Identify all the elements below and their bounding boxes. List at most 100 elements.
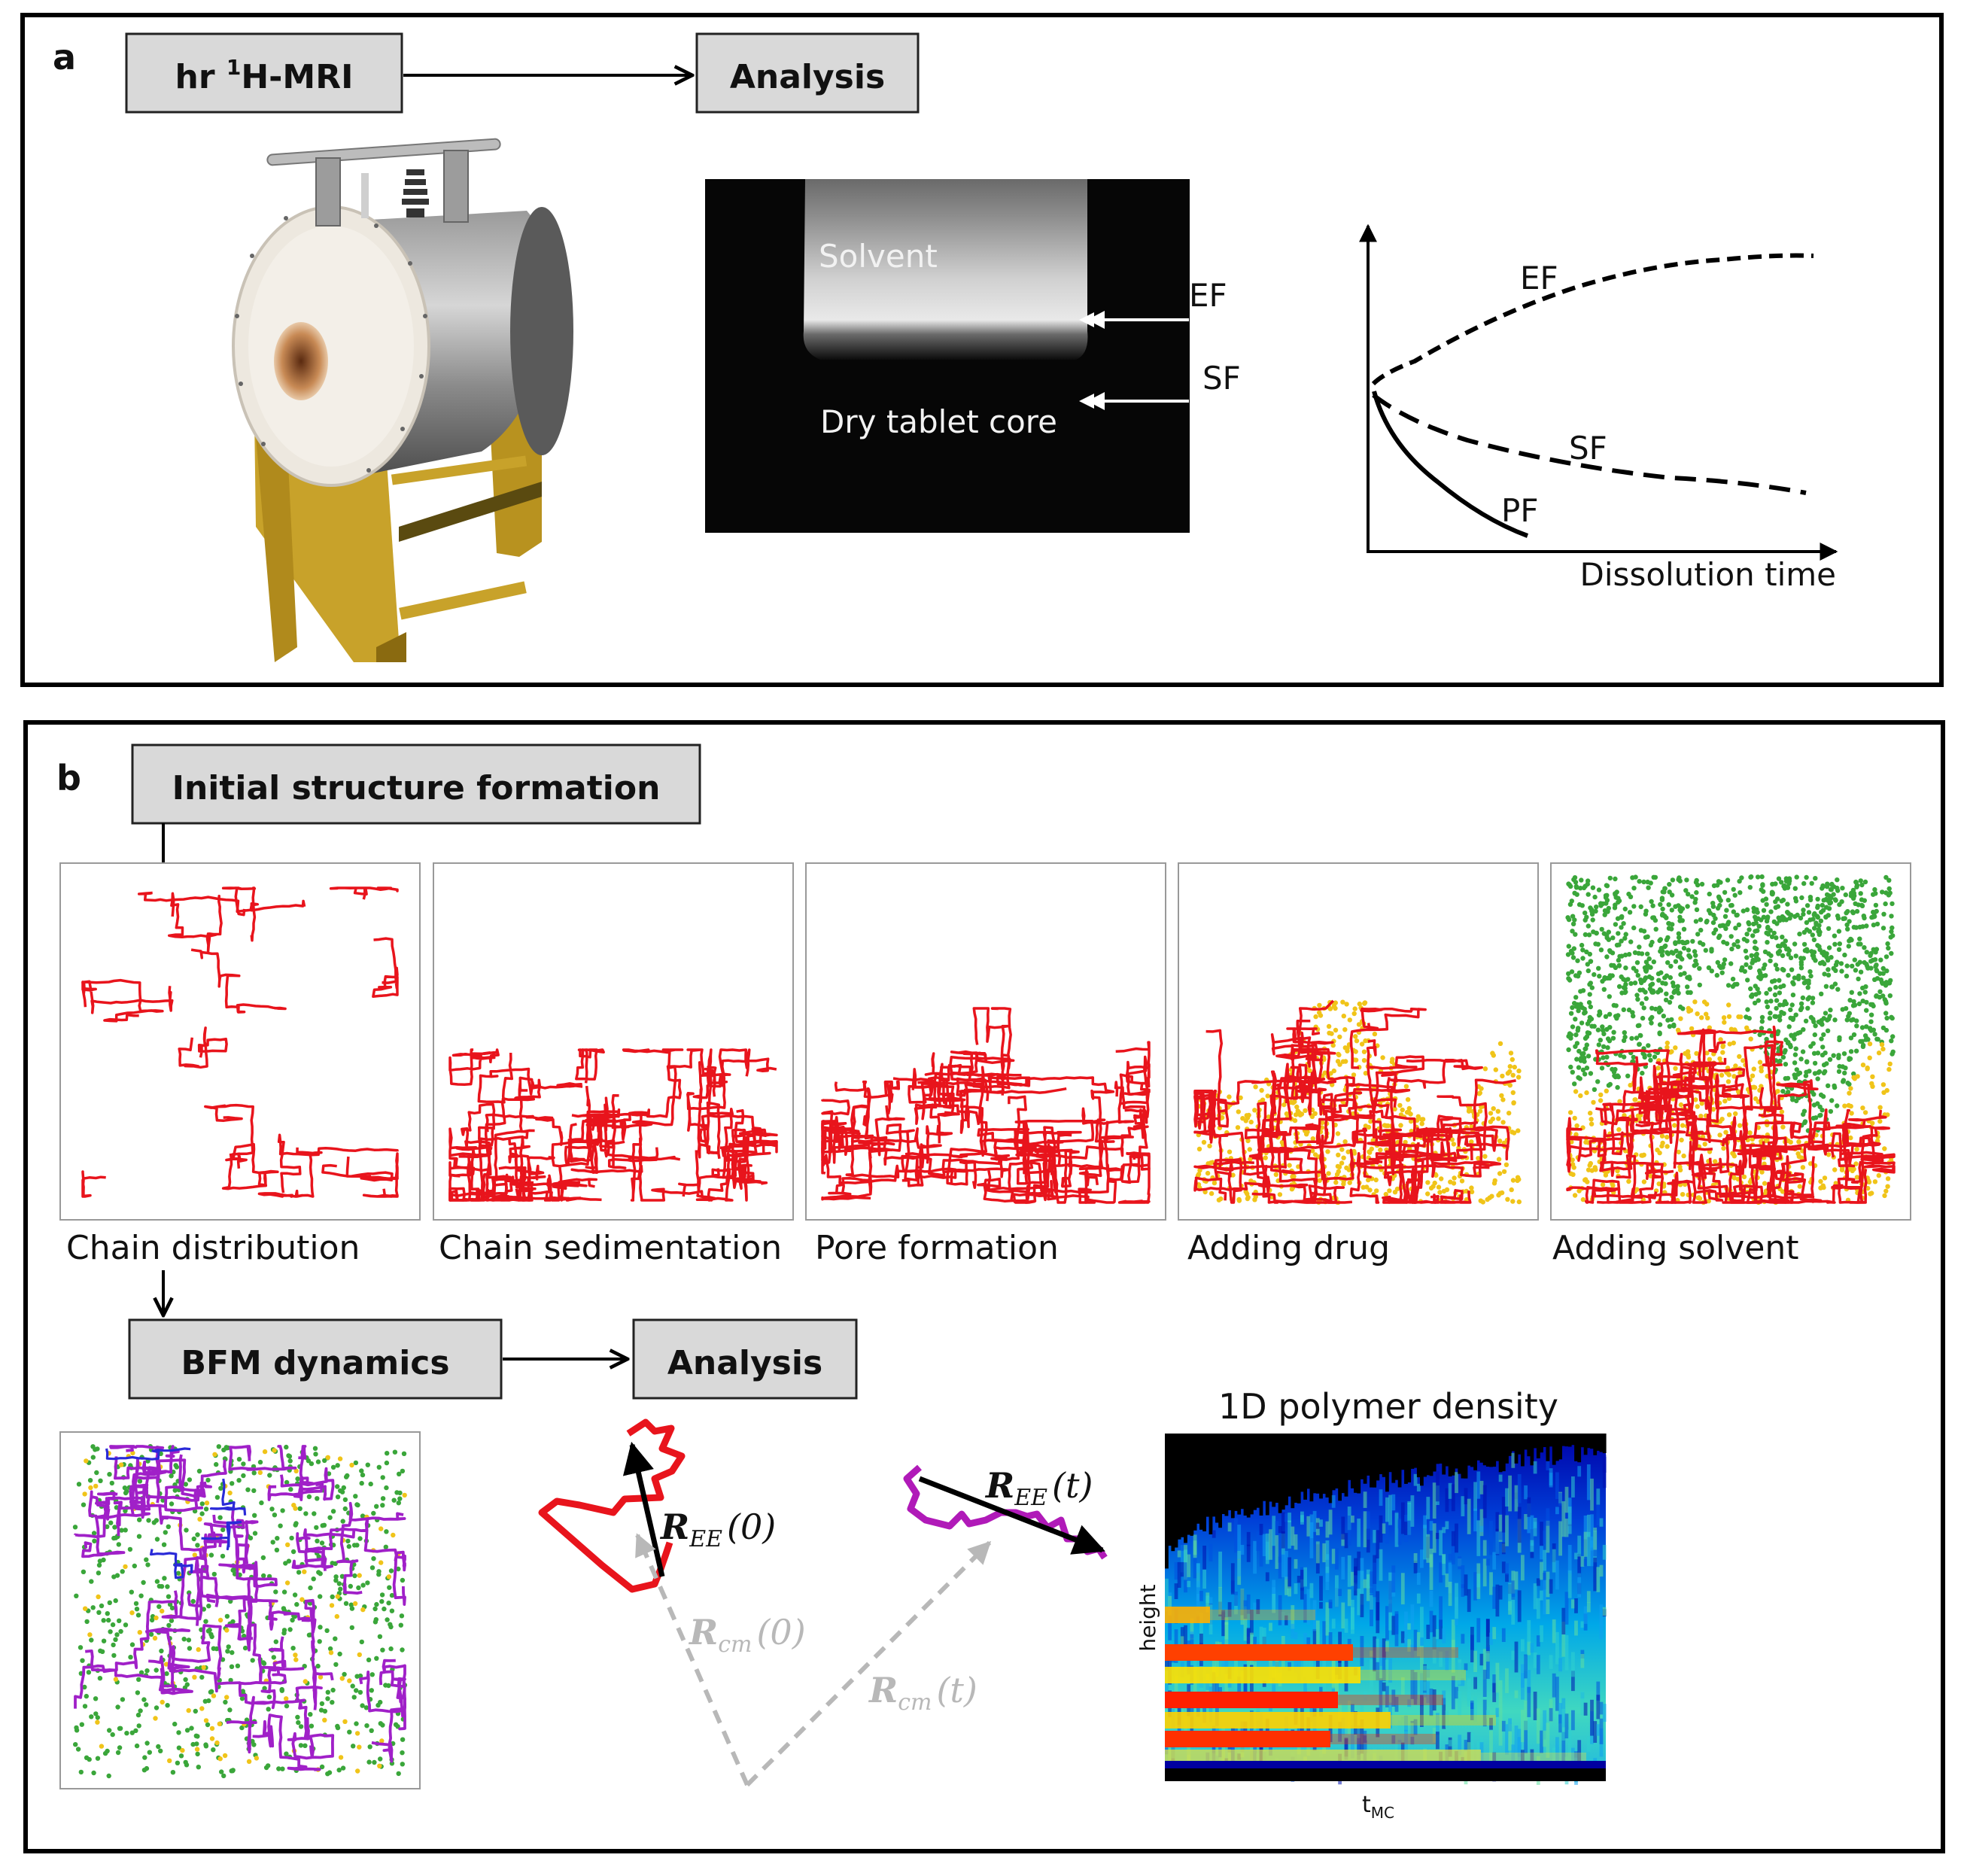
heatmap-empty-region <box>1397 1434 1402 1488</box>
particle <box>1760 882 1765 887</box>
polymer-chain <box>821 1125 942 1187</box>
particle <box>311 1577 316 1582</box>
polymer-chain <box>686 1057 777 1160</box>
heatmap-empty-region <box>1328 1434 1333 1504</box>
heatmap-cell <box>1193 1534 1197 1558</box>
heatmap-cell <box>1420 1607 1424 1638</box>
particle <box>1392 1190 1398 1195</box>
heatmap-cell <box>1482 1540 1487 1556</box>
particle <box>204 1500 210 1506</box>
particle <box>1848 1103 1853 1109</box>
heatmap-cell <box>1432 1482 1437 1519</box>
particle <box>1883 1188 1889 1194</box>
polymer-chain <box>904 1152 1011 1190</box>
particle <box>1287 1163 1292 1168</box>
particle <box>108 1520 114 1525</box>
plot-label-sf: SF <box>1569 430 1607 467</box>
particle <box>1857 936 1862 941</box>
particle <box>1655 1066 1661 1071</box>
heatmap-cell <box>1193 1670 1197 1701</box>
heatmap-cell <box>1533 1518 1537 1537</box>
heatmap-cell <box>1467 1678 1471 1701</box>
heatmap-empty-region <box>1495 1434 1500 1461</box>
particle <box>1645 879 1650 885</box>
particle <box>146 1518 151 1523</box>
particle <box>1761 889 1766 894</box>
particle <box>1635 973 1640 978</box>
heatmap-empty-region <box>1599 1434 1604 1452</box>
particle <box>1419 1117 1424 1122</box>
panel-a: a hr 1H-MRI Analysis <box>20 13 1944 687</box>
heatmap-cell <box>1511 1650 1516 1660</box>
particle <box>1616 957 1622 963</box>
polymer-chain <box>277 1133 399 1193</box>
particle <box>192 1552 197 1558</box>
particle <box>1364 1184 1370 1190</box>
particle <box>1818 1178 1823 1184</box>
particle <box>166 1524 171 1530</box>
particle <box>82 1684 87 1690</box>
particle <box>1336 1164 1342 1170</box>
particle <box>380 1496 386 1501</box>
heatmap-cell <box>1354 1566 1357 1596</box>
heatmap-empty-region <box>1300 1434 1304 1492</box>
particle <box>1709 968 1714 974</box>
particle <box>1832 981 1838 987</box>
particle <box>1508 1050 1514 1056</box>
particle <box>1387 1188 1392 1193</box>
particle <box>1497 1041 1503 1047</box>
particle <box>1335 1131 1341 1136</box>
particle <box>1717 1056 1722 1062</box>
heatmap-cell <box>1571 1747 1575 1771</box>
particle <box>1607 875 1613 881</box>
heatmap-cell <box>1285 1615 1288 1625</box>
particle <box>273 1589 278 1595</box>
analysis-box-a-label: Analysis <box>730 58 885 96</box>
particle <box>1769 891 1775 897</box>
particle <box>1824 951 1829 956</box>
heatmap-cell <box>1583 1558 1588 1567</box>
particle <box>1568 1011 1574 1016</box>
particle <box>1664 973 1670 978</box>
heatmap-empty-region <box>1505 1434 1509 1464</box>
heatmap-cell <box>1571 1710 1575 1731</box>
particle <box>195 1532 200 1537</box>
heatmap-empty-region <box>1596 1434 1601 1451</box>
particle <box>1829 1098 1835 1103</box>
heatmap-cell <box>1385 1522 1389 1544</box>
polymer-chain <box>500 1076 564 1146</box>
particle <box>1669 892 1675 898</box>
particle <box>1588 1111 1593 1116</box>
particle <box>1780 1089 1786 1094</box>
particle <box>1575 1028 1580 1033</box>
particle <box>1835 987 1841 992</box>
heatmap-cell <box>1281 1611 1285 1627</box>
heatmap-cell <box>1407 1500 1412 1521</box>
heatmap-cell <box>1470 1700 1474 1720</box>
heatmap-cell <box>1489 1572 1493 1595</box>
particle <box>1867 1041 1873 1047</box>
particle <box>1722 914 1728 920</box>
particle <box>1643 959 1649 965</box>
particle <box>1635 996 1640 1002</box>
heatmap-cell <box>1580 1621 1585 1628</box>
heatmap-empty-region <box>1410 1434 1415 1469</box>
heatmap-cell <box>1489 1717 1493 1730</box>
particle <box>1566 971 1571 977</box>
particle <box>394 1490 400 1495</box>
particle <box>1425 1180 1430 1185</box>
heatmap-cell <box>1479 1525 1484 1532</box>
particle <box>1664 937 1670 943</box>
heatmap-cell <box>1400 1573 1405 1605</box>
particle <box>161 1542 167 1547</box>
particle <box>330 1687 336 1693</box>
heatmap-cell <box>1253 1602 1257 1610</box>
particle <box>380 1503 385 1508</box>
particle <box>257 1459 263 1465</box>
polymer-chain <box>252 1713 321 1771</box>
heatmap-empty-region <box>1202 1434 1206 1531</box>
polymer-chain <box>224 1597 311 1641</box>
particle <box>186 1637 192 1643</box>
particle <box>335 1594 340 1599</box>
particle <box>1604 954 1610 959</box>
